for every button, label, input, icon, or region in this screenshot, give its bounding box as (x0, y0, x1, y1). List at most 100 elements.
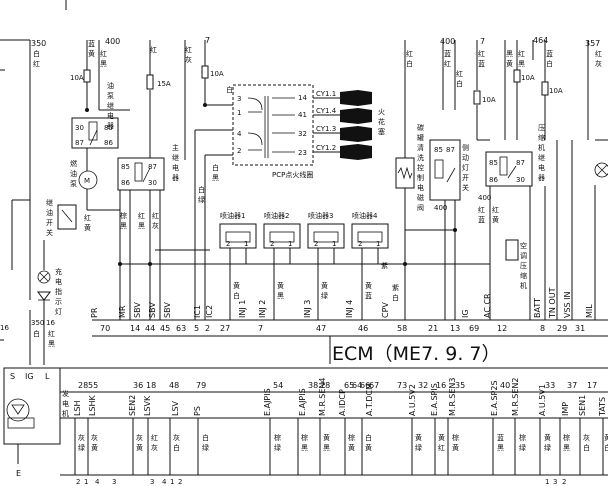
switch-label-4: 关 (46, 228, 53, 237)
ecm-top-pin-number: 58 (397, 324, 407, 333)
ac-label-1: 空 (520, 241, 527, 250)
ecm-bottom-pin-label: SEN1 (578, 395, 587, 416)
ecm-top-pin-number: 2 (205, 324, 210, 333)
spark-plugs (340, 90, 372, 160)
ecm-top-pin-label: VSS IN (563, 291, 572, 318)
ecm-bottom-wire-color: 灰 (173, 433, 180, 442)
ecm-bottom-wire-color: 红 (151, 433, 158, 442)
cyl-1-1: CY1.1 (316, 90, 336, 98)
wire-num-400b: 400 (440, 37, 455, 46)
ecm-bottom-wire-color: 灰 (583, 433, 590, 442)
alt-ground-e: E (16, 469, 21, 478)
purple-wire: 紫 (381, 262, 388, 270)
ecm-bottom-pin-number: 17 (587, 381, 597, 390)
svg-text:黑: 黑 (138, 222, 145, 230)
color-blue-red: 蓝红 (444, 49, 451, 68)
ecm-bottom-pin-label: LSV (171, 400, 180, 416)
ecm-bottom-pin-label: E.AJPIS (298, 388, 307, 416)
color-red-blue: 红蓝 (478, 49, 485, 68)
svg-text:绿: 绿 (198, 195, 205, 204)
left-wire-350: 350 (31, 319, 44, 327)
top-wiring (0, 0, 589, 300)
ecm-bottom-wire-color: 黄 (323, 433, 330, 442)
ecm-top-pin-number: 27 (220, 324, 230, 333)
ecm-bottom-pin-number: 79 (196, 381, 206, 390)
charge-light (37, 270, 51, 284)
power-buses: 紫 紫白 400 红蓝 红黄 (85, 103, 499, 302)
ecm-bottom-wire-color: 绿 (78, 443, 85, 452)
main-relay-label-3: 电 (172, 163, 179, 172)
svg-text:黄: 黄 (84, 223, 91, 232)
fuse-1-label: 10A (70, 74, 84, 82)
injector-3-pin1: 1 (332, 240, 336, 248)
ecm-top-pin-label: BATT (533, 298, 542, 318)
injector-2-pin2: 2 (270, 240, 274, 248)
ecm-bottom-wire-color: 白 (173, 443, 180, 452)
svg-text:棕: 棕 (120, 211, 127, 220)
ac-relay-label-5: 电 (538, 163, 545, 172)
coil-pin-14: 14 (298, 94, 307, 102)
ecm-top-pin-label: IG (461, 309, 470, 318)
ecm-bottom-pin-number: 48 (169, 381, 179, 390)
ecm-top-pin-number: 7 (258, 324, 263, 333)
svg-text:红: 红 (138, 211, 145, 220)
ecm-top-pin-label: MR (118, 305, 127, 318)
wire-num-7b: 7 (480, 37, 485, 46)
wire-num-400a: 400 (105, 37, 120, 46)
ecm-bottom-pin-label: LSHK (88, 394, 97, 416)
ecm-bottom-wire-color: 棕 (348, 433, 355, 442)
light-label-2: 电 (55, 277, 62, 286)
svg-text:1: 1 (170, 478, 174, 486)
relay3-pin-67: 400 (434, 204, 447, 212)
injectors: 喷油器1 喷油器2 喷油器3 喷油器4 2 2 2 2 1 1 1 1 黄白 黄… (120, 163, 400, 320)
svg-text:2: 2 (562, 478, 566, 486)
relay4-pin-85: 85 (489, 159, 498, 167)
ecm-top-pin-number: 12 (497, 324, 507, 333)
ecm-bottom-pin-label: M.R.SEN3 (448, 378, 457, 416)
inj3-color: 黄绿 (321, 281, 328, 300)
ecm-bottom-pin-number: 73 (397, 381, 407, 390)
injector-1-pin2: 2 (226, 240, 230, 248)
coil-pin-23: 23 (298, 149, 307, 157)
fuel-pump-motor (78, 170, 98, 190)
ecm-bottom-wire-color: 黄 (415, 433, 422, 442)
ecm-bottom-wire-color: 绿 (415, 443, 422, 452)
ecm-top-pin-number: 63 (176, 324, 186, 333)
ecm-bottom-pin-number: 55 (88, 381, 98, 390)
color-black-yellow: 黑黄 (506, 50, 513, 68)
coil-pin-1: 1 (237, 109, 241, 117)
svg-text:灰: 灰 (152, 221, 159, 230)
ac-label-5: 机 (520, 281, 527, 290)
pump-relay-label-3: 继 (107, 101, 114, 110)
color-red: 红 (150, 45, 157, 54)
ecm-bottom-wire-color: 灰 (78, 433, 85, 442)
svg-text:黑: 黑 (120, 222, 127, 230)
svg-text:红: 红 (84, 213, 91, 222)
ecm-bottom-pin-number: 64 (352, 381, 362, 390)
injector-4-pin1: 1 (376, 240, 380, 248)
injector-1-pin1: 1 (244, 240, 248, 248)
inj2-color: 黄黑 (277, 281, 284, 300)
ecm-bottom-pin-label: LSH (73, 400, 82, 416)
charging-circuit: 白 红 继 油 开 关 红 黄 充 电 指 示 灯 350 16 白 红 黑 S… (0, 49, 91, 478)
light-label-1: 充 (55, 267, 62, 276)
canister-label-9: 阀 (417, 203, 424, 212)
svg-text:2: 2 (76, 478, 80, 486)
purple-white-wire: 紫白 (392, 284, 399, 302)
light-label-3: 指 (55, 287, 62, 296)
canister-label-3: 清 (417, 143, 424, 152)
ac-compressor (505, 239, 519, 261)
compressor-relay (485, 151, 533, 187)
ecm-bottom-pin-number: 16 (436, 381, 446, 390)
ecm-top-pin-label: IC1 (193, 305, 202, 318)
svg-text:3: 3 (150, 478, 154, 486)
ecm-bottom-wire-color: 白 (202, 433, 209, 442)
wire-red-blue: 红蓝 (478, 205, 485, 224)
ecm-bottom-pin-number: 32 (418, 381, 428, 390)
gen-label-3: 机 (62, 409, 69, 418)
injector-2-label: 喷油器2 (264, 211, 289, 220)
